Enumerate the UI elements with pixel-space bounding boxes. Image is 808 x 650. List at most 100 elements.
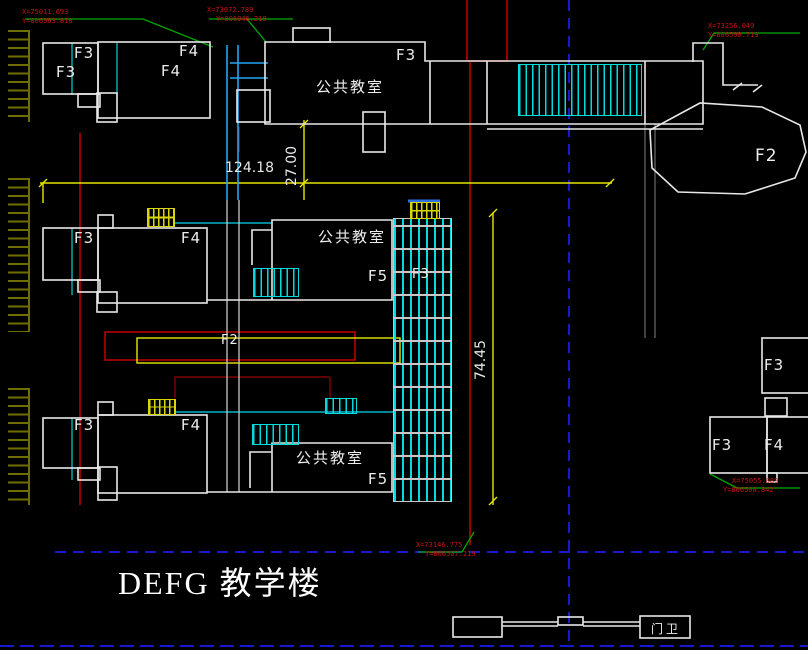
coord-marker-top-center: X=73072.789 Y=806946.218: [207, 6, 267, 24]
floor-label-f3: F3: [712, 436, 733, 454]
floor-label-f4: F4: [181, 229, 202, 247]
tree-row-bottom: [8, 388, 30, 505]
coord-x: X=73146.775: [416, 541, 463, 549]
floor-label-f3: F3: [396, 46, 417, 64]
dimension-text-gap: 27.00: [284, 145, 300, 187]
coord-x: X=73256.049: [708, 22, 755, 30]
floor-label-f4: F4: [179, 42, 200, 60]
bldg-topleft-f4: [97, 41, 211, 119]
bldg-mid-f4: [97, 227, 208, 304]
coord-y: Y=806946.218: [216, 15, 267, 23]
stair-hatch-yellow-mid: [147, 208, 175, 227]
top-classroom-walls: [429, 61, 646, 124]
axis-lines-red: [79, 0, 508, 545]
bldg-mid-top-notch: [97, 214, 114, 229]
coord-marker-top-left: X=75011.693 Y=806963.818: [22, 8, 73, 26]
floor-label-f4: F4: [764, 436, 785, 454]
bldg-link-block: [236, 89, 271, 123]
floor-label-f3-tower: F3: [412, 267, 430, 282]
gatehouse-label: 门卫: [650, 622, 681, 636]
red-box-top: [466, 0, 508, 62]
stair-hatch-yellow-tower: [410, 202, 440, 219]
joint-ticks: [732, 82, 763, 93]
coord-y: Y=806598.719: [708, 31, 759, 39]
bldg-top-stem: [362, 111, 386, 153]
coord-marker-bottom-center: X=73146.775 Y=806507.219: [416, 541, 476, 559]
right-notch: [692, 42, 724, 62]
stair-hatch-yellow-bottom: [148, 399, 176, 415]
bldg-top-classroom: [264, 41, 704, 125]
room-label-classroom-mid: 公共教室: [318, 228, 387, 246]
leader-top-center: [209, 18, 293, 43]
leader-bottom-right: [709, 473, 800, 489]
bldg-top-bump: [292, 27, 331, 43]
bldg-right-f3-upper: [761, 337, 808, 394]
bldg-bot-f4: [97, 414, 208, 494]
coord-y: Y=806963.818: [22, 17, 73, 25]
bldg-right-notch: [766, 472, 778, 483]
gatehouse-outline: [639, 615, 691, 639]
stair-hatch-top: [518, 64, 642, 116]
floor-label-f2-hall: F2: [755, 146, 778, 166]
leader-top-left: [25, 18, 214, 48]
floor-label-f4: F4: [181, 416, 202, 434]
corridor-columns: [226, 200, 240, 492]
floor-label-f3: F3: [74, 416, 95, 434]
bldg-bot-annex: [97, 466, 118, 501]
bldg-bot-classroom: [207, 442, 393, 493]
coord-x: X=75011.693: [22, 8, 69, 16]
bldg-mid-annex: [96, 291, 118, 313]
pipe-horizontal-stubs: [230, 62, 268, 79]
room-label-classroom-top: 公共教室: [316, 78, 385, 96]
right-walkway-columns: [644, 124, 656, 338]
floor-label-f3: F3: [74, 44, 95, 62]
pipe-lines: [71, 43, 440, 480]
bldg-topleft-annex: [96, 92, 118, 123]
coord-y: Y=806500.842: [723, 486, 774, 494]
stair-tower-hatch: [393, 218, 452, 502]
floor-label-f2-corridor: F2: [221, 333, 239, 348]
dim-line-height: [488, 208, 498, 506]
bldg-right-connector: [764, 397, 788, 417]
bldg-right-f4: [766, 416, 808, 474]
coord-marker-top-right: X=73256.049 Y=806598.719: [708, 22, 759, 40]
floor-label-f5: F5: [368, 267, 389, 285]
floor-label-f3: F3: [74, 229, 95, 247]
bldg-f2-hall: [649, 102, 807, 195]
bldg-bot-top-notch: [97, 401, 114, 416]
stair-hatch-small: [325, 398, 357, 414]
leader-lines: [25, 18, 800, 553]
leader-top-right: [702, 32, 800, 51]
gate-left-pier: [452, 616, 503, 638]
leader-bottom-center: [418, 531, 475, 553]
right-step: [722, 62, 758, 86]
dim-ticks-width: [38, 178, 615, 203]
coord-x: X=75055.089: [732, 477, 779, 485]
bldg-topleft-notch: [77, 93, 101, 108]
teal-interior-lines: [71, 43, 118, 480]
floor-label-f5: F5: [368, 470, 389, 488]
walkway-columns: [226, 124, 656, 492]
stair-hatch-bottom: [252, 424, 299, 445]
coord-marker-bottom-right: X=75055.089 Y=806500.842: [723, 477, 778, 495]
drawing-title: DEFG 教学楼: [118, 565, 322, 601]
tree-row-middle: [8, 178, 30, 332]
dimension-text-height: 74.45: [473, 339, 489, 381]
building-outlines: [42, 27, 808, 639]
floor-label-f3: F3: [764, 356, 785, 374]
dimension-text-width: 124.18: [225, 160, 274, 176]
coord-y: Y=806507.219: [425, 550, 476, 558]
maroon-outline: [174, 376, 331, 398]
floor-label-f4: F4: [161, 62, 182, 80]
coord-x: X=73072.789: [207, 6, 254, 14]
gate-leaf: [557, 616, 584, 626]
floor-label-f3: F3: [56, 63, 77, 81]
red-corridor-outline: [104, 331, 356, 361]
stair-hatch-mid: [253, 268, 299, 297]
bldg-mid-notch: [77, 279, 101, 293]
tree-row-top: [8, 30, 30, 122]
dim-line-gap: [299, 119, 309, 200]
gate-fence: [502, 621, 640, 627]
